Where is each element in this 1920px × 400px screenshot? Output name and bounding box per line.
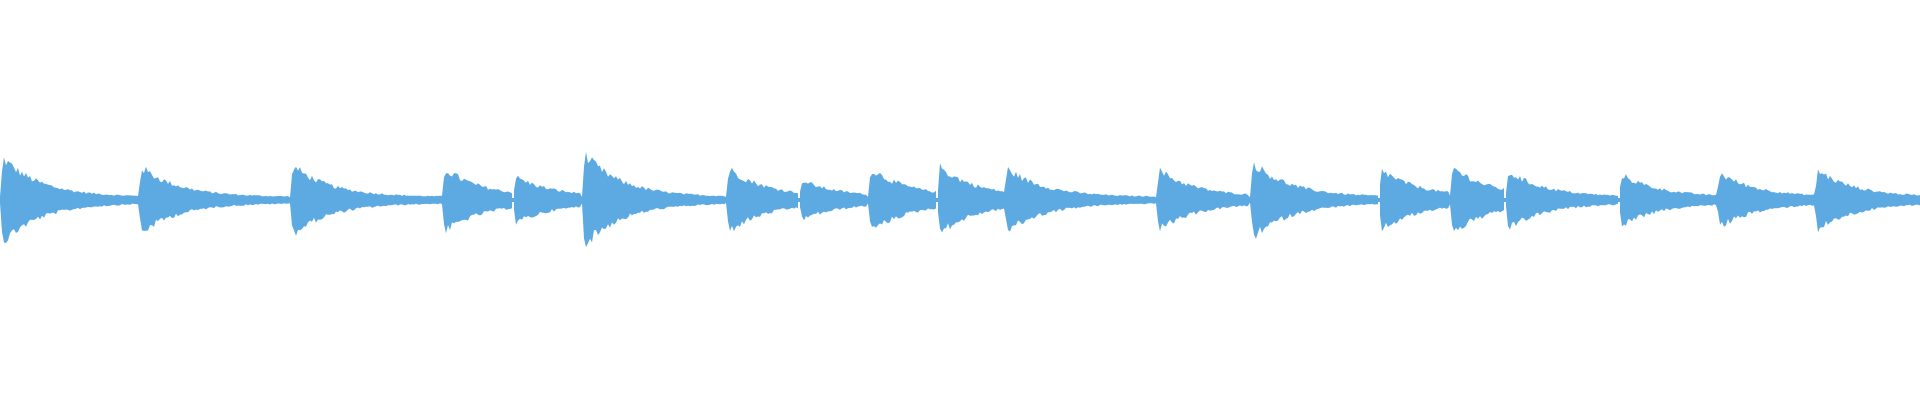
waveform-segment [938, 163, 1004, 233]
waveform-segment [442, 173, 512, 234]
waveform-segment [1506, 174, 1618, 230]
waveform-baseline [0, 198, 1920, 202]
